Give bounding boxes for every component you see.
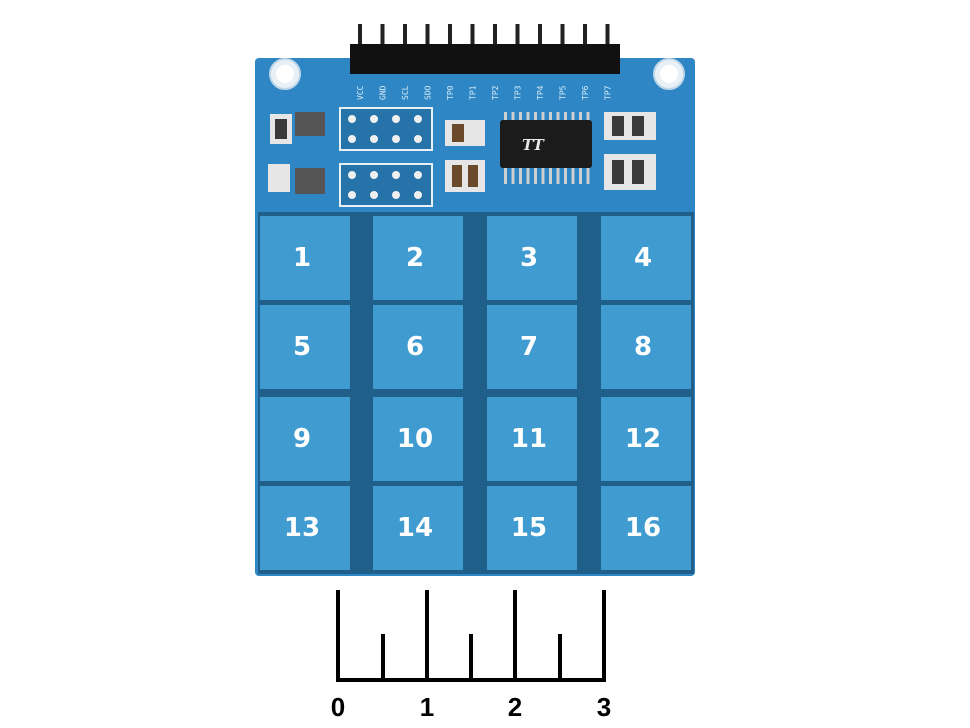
mounting-hole-right [653, 58, 685, 90]
ic-chip [500, 120, 592, 168]
touch-key-16[interactable]: 16 [601, 486, 691, 570]
touch-key-9[interactable]: 9 [260, 397, 350, 481]
touch-key-label: 9 [293, 424, 311, 454]
touch-key-label: 5 [293, 332, 311, 362]
jumper-pad [392, 171, 400, 179]
touch-key-13[interactable]: 13 [260, 486, 350, 570]
touch-key-label: 15 [511, 513, 547, 543]
pin-label: SCL [401, 85, 410, 100]
pin-header-base [350, 44, 620, 74]
jumper-pad [370, 171, 378, 179]
touch-key-label: 2 [406, 243, 424, 273]
scale-label: 1 [420, 692, 434, 722]
touch-key-14[interactable]: 14 [373, 486, 463, 570]
touch-key-15[interactable]: 15 [487, 486, 577, 570]
touch-key-4[interactable]: 4 [601, 216, 691, 300]
touch-key-1[interactable]: 1 [260, 216, 350, 300]
jumper-pad [348, 191, 356, 199]
touch-key-label: 14 [397, 513, 433, 543]
pin-label: TP7 [604, 85, 613, 100]
touch-key-11[interactable]: 11 [487, 397, 577, 481]
resistor-group-right-bottom [604, 154, 656, 190]
touch-key-label: 1 [293, 243, 311, 273]
touch-key-10[interactable]: 10 [373, 397, 463, 481]
jumper-pad [370, 115, 378, 123]
scale-label: 2 [508, 692, 522, 722]
touch-key-12[interactable]: 12 [601, 397, 691, 481]
touch-key-label: 12 [625, 424, 661, 454]
touch-key-8[interactable]: 8 [601, 305, 691, 389]
touch-key-label: 11 [511, 424, 547, 454]
pin-label: TP0 [446, 85, 455, 100]
jumper-pad [348, 115, 356, 123]
smd-left-4 [295, 168, 325, 194]
jumper-pad [414, 135, 422, 143]
scale-ruler [336, 590, 606, 682]
components: TT [268, 107, 656, 207]
pin-label: TP5 [559, 85, 568, 100]
jumper-pad [348, 135, 356, 143]
resistor-group-right-top [604, 112, 656, 140]
jumper-pad [414, 171, 422, 179]
jumper-pad [414, 191, 422, 199]
touch-key-3[interactable]: 3 [487, 216, 577, 300]
pin-labels: VCC GND SCL SDO TP0 TP1 TP2 TP3 TP4 TP5 TP6 TP7 [356, 85, 613, 100]
pin-label: SDO [424, 85, 433, 100]
touch-key-label: 6 [406, 332, 424, 362]
chip-legs [504, 112, 590, 184]
touch-key-label: 3 [520, 243, 538, 273]
smd-left-2 [268, 164, 290, 192]
jumper-pad [392, 115, 400, 123]
jumper-array-bottom [339, 163, 433, 207]
touch-key-label: 10 [397, 424, 433, 454]
pin-label: TP6 [581, 85, 590, 100]
touch-key-label: 4 [634, 243, 652, 273]
touch-key-6[interactable]: 6 [373, 305, 463, 389]
jumper-pad [348, 171, 356, 179]
scale-label: 3 [597, 692, 611, 722]
pin-label: TP3 [514, 85, 523, 100]
pin-label: TP2 [491, 85, 500, 100]
touch-key-7[interactable]: 7 [487, 305, 577, 389]
smd-left-3 [295, 112, 325, 136]
jumper-pad [414, 115, 422, 123]
touch-key-5[interactable]: 5 [260, 305, 350, 389]
jumper-dots [348, 115, 422, 199]
jumper-pad [370, 191, 378, 199]
capacitor-2 [445, 160, 485, 192]
pin-label: TP4 [536, 85, 545, 100]
pin-label: TP1 [469, 85, 478, 100]
pin-label: GND [379, 85, 388, 100]
touch-key-label: 13 [284, 513, 320, 543]
touch-key-label: 16 [625, 513, 661, 543]
jumper-pad [392, 191, 400, 199]
touch-key-label: 7 [520, 332, 538, 362]
scale-label: 0 [331, 692, 345, 722]
jumper-pad [370, 135, 378, 143]
ruler-line [336, 590, 606, 682]
jumper-pad [392, 135, 400, 143]
jumper-array-top [339, 107, 433, 151]
capacitor-1 [445, 120, 485, 146]
touch-key-label: 8 [634, 332, 652, 362]
touch-key-2[interactable]: 2 [373, 216, 463, 300]
mounting-hole-left [269, 58, 301, 90]
chip-logo: TT [522, 136, 546, 154]
scale-labels: 0 1 2 3 [331, 692, 611, 722]
pin-label: VCC [356, 85, 365, 100]
